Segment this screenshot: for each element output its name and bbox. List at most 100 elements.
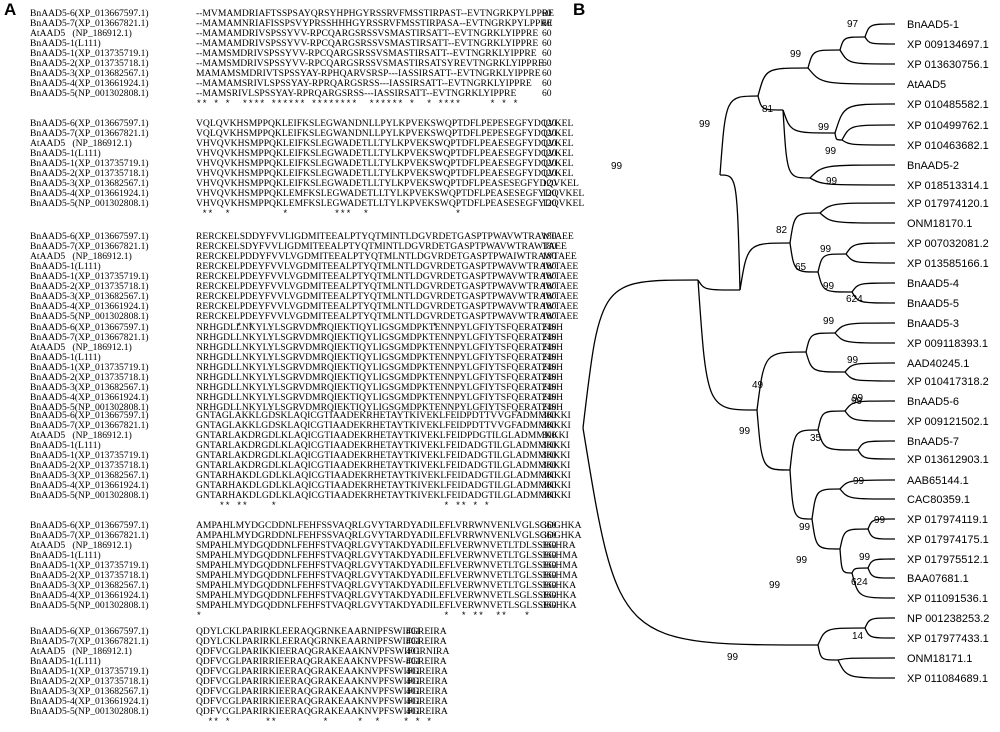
tree-leaf-label: XP 013630756.1 [907,59,989,71]
alignment-sequence: SMPAHLMYDGQDDNLFEHFSTVAQRLGVYTAKDYADILEF… [196,550,578,561]
tree-branch [845,242,896,255]
bootstrap-value: 97 [847,19,859,30]
bootstrap-value: 99 [847,355,859,366]
alignment-seq-name: AtAAD5 (NP_186912.1) [30,28,132,39]
bootstrap-value: 35 [810,433,822,444]
tree-leaf-label: XP 013612903.1 [907,454,989,466]
alignment-sequence: --MAMSRIVLSPSSYAY-RPRQARGSRSS---IASSIRSA… [196,88,517,99]
tree-branch [805,332,836,353]
alignment-sequence: GNTARHAKDLGDLKLAQICGTIAADEKRHETAYTKIVEKL… [196,490,571,501]
alignment-seq-name: BnAAD5-5(NP_001302808.1) [30,88,149,99]
tree-branch [782,109,836,134]
alignment-sequence: VQLQVKHSMPPQKLEIFKSLEGWANDNLLPYLKPVEKSWQ… [196,128,574,139]
bootstrap-value: 65 [795,262,807,273]
tree-branch [839,488,896,500]
alignment-sequence: VHVQVKHSMPPQKLEIFKSLEGWADETLLTYLKPVEKSWQ… [196,138,574,149]
alignment-sequence: RERCKELPDDYFVVLVGDMITEEALPTYQTMLNTLDGVRD… [196,251,577,262]
tree-branch [834,322,896,334]
tree-branch [582,427,819,646]
tree-branch [789,429,819,471]
tree-leaf-label: XP 017974120.1 [907,198,989,210]
alignment-seq-name: BnAAD5-3(XP_013682567.1) [30,291,149,302]
alignment-seq-name: BnAAD5-1(L111) [30,440,101,451]
bootstrap-value: 99 [853,476,865,487]
alignment-seq-name: BnAAD5-1(L111) [30,148,101,159]
tree-branch [864,617,896,629]
alignment-sequence: GNTARLAKDRGDLKLAQICGTIAADEKRHETAYTKIVEKL… [196,450,571,461]
tree-branch [844,410,896,422]
alignment-position: 401 [406,626,421,637]
bootstrap-value: 99 [739,426,751,437]
tree-leaf-label: XP 010463682.1 [907,140,989,152]
conservation-marks: ** * * **** ****** ******** ****** * * *… [196,98,519,109]
tree-branch [817,271,853,293]
alignment-sequence: NRHGDLLNKYLYLSGRVDMRQIEKTIQYLIGSGMDPKTEN… [196,372,564,383]
tree-leaf-label: ONM18170.1 [907,218,972,230]
alignment-sequence: GNTAGLAKKLGDSKLAQICGTIAADEKRHETAYTKIVEKL… [196,420,571,431]
alignment-position: 401 [406,676,421,687]
alignment-position: 240 [542,342,557,353]
tree-leaf-label: BnAAD5-7 [907,436,959,448]
alignment-seq-name: BnAAD5-1(L111) [30,550,101,561]
tree-branch [857,440,896,451]
alignment-seq-name: BnAAD5-5(NP_001302808.1) [30,600,149,611]
tree-leaf-label: BnAAD5-1 [907,19,959,31]
tree-branch [851,572,896,599]
tree-branch [845,253,896,264]
tree-branch [851,291,896,304]
tree-branch [789,242,819,273]
alignment-seq-name: BnAAD5-1(XP_013735719.1) [30,271,149,282]
alignment-seq-name: BnAAD5-4(XP_013661924.1) [30,696,149,707]
alignment-seq-name: BnAAD5-6(XP_013667597.1) [30,626,149,637]
alignment-sequence: QDYLCKLPARIRKLEERAQGRNKEAARNIPFSWIFGREIR… [196,636,447,647]
alignment-sequence: AMPAHLMYDGCDDNLFEHFSSVAQRLGVYTARDYADILEF… [196,520,582,531]
alignment-sequence: VHVQVKHSMPPQKLEMFKSLEGWADETLLTYLKPVEKSWQ… [196,188,585,199]
alignment-seq-name: BnAAD5-1(XP_013735719.1) [30,362,149,373]
tree-branch [789,469,813,520]
alignment-seq-name: BnAAD5-7(XP_013667821.1) [30,332,149,343]
alignment-seq-name: BnAAD5-6(XP_013667597.1) [30,410,149,421]
tree-branch [837,659,896,679]
alignment-position: 360 [542,570,557,581]
alignment-seq-name: BnAAD5-4(XP_013661924.1) [30,78,149,89]
tree-branch [864,627,896,639]
alignment-seq-name: BnAAD5-1(XP_013735719.1) [30,560,149,571]
alignment-sequence: GNTAGLAKKLGDSKLAQICGTIAADEKRHETAYTKIVEKL… [196,410,571,421]
alignment-position: 401 [406,706,421,717]
alignment-position: 180 [542,311,557,322]
tree-branch [719,95,759,176]
alignment-position: 360 [542,600,557,611]
panel-label-a: A [4,0,17,19]
alignment-sequence: --MAMAMDRIVSPSSYVV-RPCQARGSRSSVSMASTIRSA… [196,38,539,49]
tree-leaf-label: AAB65144.1 [907,475,969,487]
tree-branch [837,657,896,661]
alignment-position: 180 [542,231,557,242]
tree-leaf-label: XP 010499762.1 [907,120,989,132]
bootstrap-value: 99 [826,176,838,187]
tree-branch [809,164,896,179]
alignment-sequence: NRHGDLLNKYLYLSGRVDMRQIEKTIQYLIGSGMDPKTEN… [196,332,564,343]
alignment-position: 401 [406,696,421,707]
conservation-marks: ** * * *** * * [196,208,461,219]
alignment-position: 401 [406,646,421,657]
alignment-seq-name: BnAAD5-1(L111) [30,261,101,272]
tree-branch [864,23,896,38]
alignment-seq-name: BnAAD5-4(XP_013661924.1) [30,480,149,491]
alignment-position: 180 [542,271,557,282]
tree-branch [811,488,841,520]
alignment-position: 300 [542,450,557,461]
alignment-seq-name: BnAAD5-2(XP_013735718.1) [30,372,149,383]
alignment-sequence: QDFVCGLPARIRKIEERAQGRAKEAAKNVPFSWIFGREIR… [196,676,448,687]
tree-leaf-label: XP 009134697.1 [907,39,989,51]
tree-branch [757,67,809,97]
bootstrap-value: 14 [852,631,864,642]
alignment-seq-name: BnAAD5-6(XP_013667597.1) [30,322,149,333]
alignment-position: 180 [542,251,557,262]
alignment-seq-name: BnAAD5-5(NP_001302808.1) [30,402,149,413]
tree-branch [756,351,807,411]
tree-branch [839,528,869,550]
alignment-position: 240 [542,382,557,393]
bootstrap-value: 99 [823,316,835,327]
tree-leaf-label: XP 018513314.1 [907,180,989,192]
tree-leaf-label: XP 009121502.1 [907,416,989,428]
